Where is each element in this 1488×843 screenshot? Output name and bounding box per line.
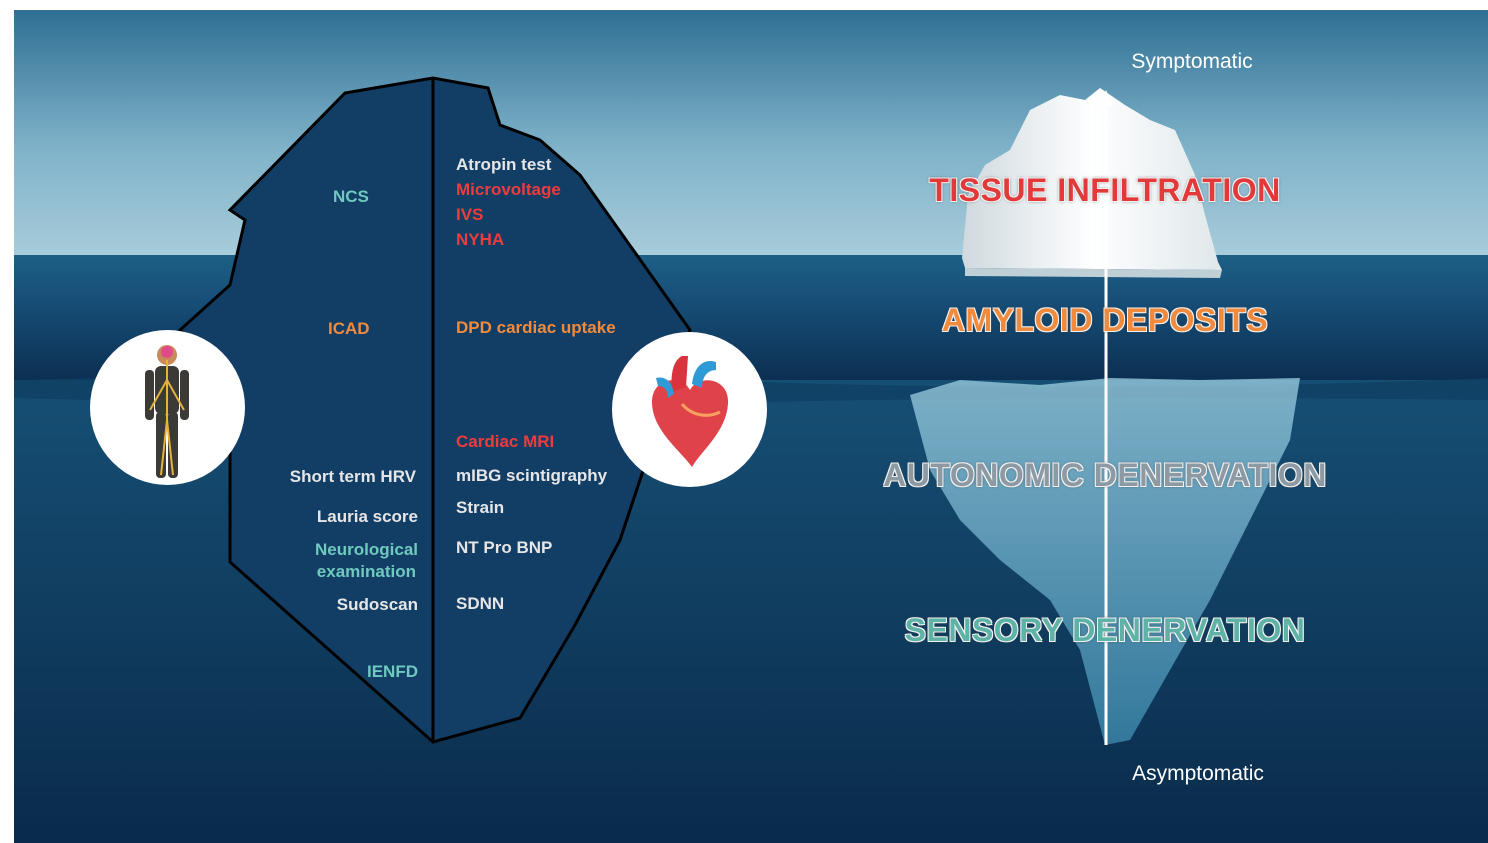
cardiac-icon-circle — [612, 332, 767, 487]
neuro-icon-circle — [90, 330, 245, 485]
stage-sensory-denervation: SENSORY DENERVATION — [905, 612, 1306, 649]
cardiac-test-ntprobnp: NT Pro BNP — [456, 538, 552, 558]
stage-tissue-infiltration: TISSUE INFILTRATION — [929, 172, 1280, 209]
cardiac-test-atropin: Atropin test — [456, 155, 551, 175]
axis-bottom-label: Asymptomatic — [1132, 762, 1264, 786]
cardiac-test-sdnn: SDNN — [456, 594, 504, 614]
cardiac-test-ivs: IVS — [456, 205, 483, 225]
cardiac-test-microvoltage: Microvoltage — [456, 180, 561, 200]
neuro-test-icad: ICAD — [328, 319, 370, 339]
neuro-test-short-term-hrv: Short term HRV — [290, 467, 416, 487]
neuro-test-examination: examination — [317, 562, 416, 582]
stage-autonomic-denervation: AUTONOMIC DENERVATION — [883, 457, 1327, 494]
neuro-test-ienfd: IENFD — [367, 662, 418, 682]
cardiac-test-dpd: DPD cardiac uptake — [456, 318, 616, 338]
neuro-test-ncs: NCS — [333, 187, 369, 207]
neuro-test-neurological: Neurological — [315, 540, 418, 560]
cardiac-test-strain: Strain — [456, 498, 504, 518]
human-heart-icon — [612, 332, 767, 487]
stage-amyloid-deposits: AMYLOID DEPOSITS — [942, 302, 1268, 339]
neuro-test-sudoscan: Sudoscan — [337, 595, 418, 615]
axis-top-label: Symptomatic — [1131, 50, 1252, 74]
human-nervous-system-icon — [90, 330, 245, 485]
cardiac-test-mibg: mIBG scintigraphy — [456, 466, 607, 486]
cardiac-test-nyha: NYHA — [456, 230, 504, 250]
cardiac-test-mri: Cardiac MRI — [456, 432, 554, 452]
progression-arrowhead — [1099, 90, 1113, 106]
neuro-test-lauria-score: Lauria score — [317, 507, 418, 527]
